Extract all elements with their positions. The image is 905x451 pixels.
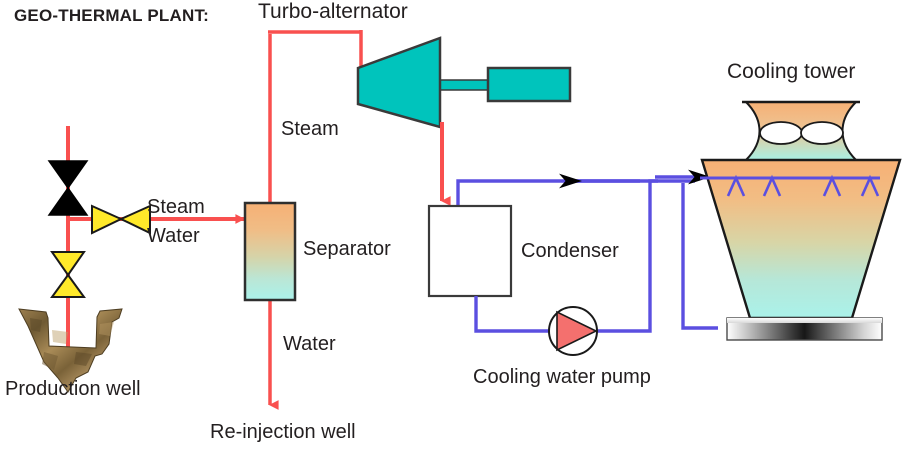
pump-discharge-line bbox=[597, 179, 695, 333]
cooling-tower-fan-blade-right bbox=[800, 121, 844, 145]
turbo-alternator-group bbox=[356, 36, 572, 206]
cooling-tower-shell[interactable] bbox=[700, 158, 902, 320]
cooling-water-circuit bbox=[427, 169, 718, 356]
tower-basin-drain-line bbox=[681, 183, 718, 330]
branch-valve-open[interactable] bbox=[91, 204, 151, 235]
cooling-tower-group bbox=[700, 100, 902, 341]
alternator-generator[interactable] bbox=[486, 66, 572, 103]
cooling-tower-nozzle-4 bbox=[860, 174, 880, 197]
cooling-tower-nozzle-1 bbox=[726, 174, 746, 197]
cooling-water-pump[interactable] bbox=[548, 306, 598, 356]
steam-turbine[interactable] bbox=[356, 36, 442, 129]
reinjection-well-label: Re-injection well bbox=[210, 421, 356, 443]
cooling-tower-label: Cooling tower bbox=[727, 60, 856, 83]
water-down-label: Water bbox=[283, 333, 336, 355]
wellhead-lower-valve-open[interactable] bbox=[50, 251, 86, 298]
cooling-tower-nozzle-2 bbox=[762, 174, 782, 197]
geothermal-reservoir-rock bbox=[18, 308, 123, 393]
water-inlet-label: Water bbox=[147, 225, 200, 247]
production-well-label: Production well bbox=[5, 378, 141, 400]
cooling-water-pump-label: Cooling water pump bbox=[473, 366, 651, 388]
separator-label: Separator bbox=[303, 238, 391, 260]
cooling-tower-basin-top-rim bbox=[727, 318, 882, 323]
condenser-vessel[interactable] bbox=[427, 204, 513, 298]
separator-vessel[interactable] bbox=[243, 201, 297, 302]
cooling-tower-nozzle-3 bbox=[822, 174, 842, 197]
turbo-alternator-label: Turbo-alternator bbox=[258, 0, 408, 23]
steam-riser-label: Steam bbox=[281, 118, 339, 140]
warm-water-suction-line bbox=[474, 296, 549, 333]
wellhead-shutoff-valve-closed[interactable] bbox=[47, 160, 89, 216]
steam-inlet-label: Steam bbox=[147, 196, 205, 218]
diagram-title: GEO-THERMAL PLANT: bbox=[14, 6, 209, 25]
cooling-tower-fan-blade-left bbox=[759, 121, 803, 145]
production-well-group bbox=[18, 126, 246, 393]
separator-group bbox=[243, 30, 370, 410]
condenser-label: Condenser bbox=[521, 240, 619, 262]
